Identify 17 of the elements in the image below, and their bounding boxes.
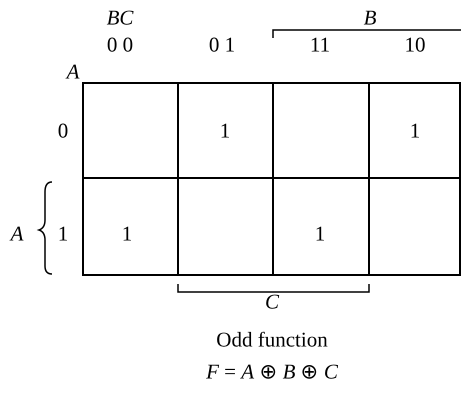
row-code: 0 xyxy=(58,120,68,142)
variable-label: B xyxy=(364,8,376,28)
column-code: 0 1 xyxy=(208,34,236,56)
cell-value: 1 xyxy=(410,120,420,142)
caption: Odd function xyxy=(216,330,328,350)
cell-value: 1 xyxy=(122,224,132,244)
row-code: 1 xyxy=(58,224,68,244)
variable-label: A xyxy=(66,62,80,82)
variable-label: A xyxy=(10,224,24,244)
variable-label: C xyxy=(265,292,279,312)
cell-value: 1 xyxy=(314,224,326,244)
formula: F = A ⊕ B ⊕ C xyxy=(206,362,338,382)
column-code: 10 xyxy=(404,34,426,56)
column-code: 11 xyxy=(310,34,330,56)
column-code: 0 0 xyxy=(106,34,134,56)
cell-value: 1 xyxy=(220,120,230,142)
variable-label: BC xyxy=(106,8,134,28)
